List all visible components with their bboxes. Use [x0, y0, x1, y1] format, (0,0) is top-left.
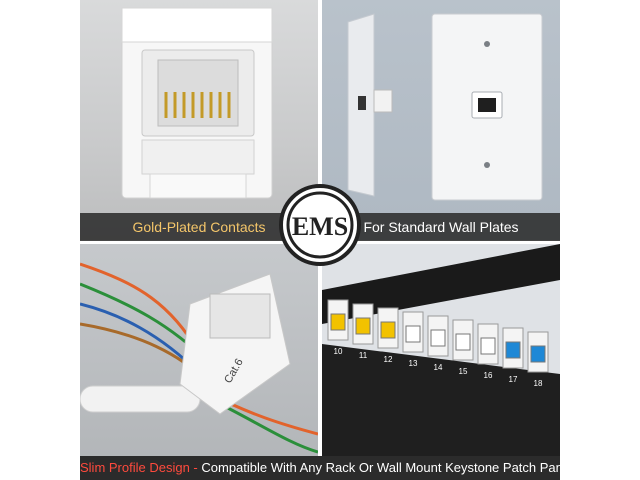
bottom-banner: Slim Profile Design - Compatible With An… — [80, 456, 573, 480]
banner-highlight: Slim Profile Design - — [80, 460, 198, 475]
wall-plate-illustration — [347, 13, 543, 201]
caption-gold-plated-contacts: Gold-Plated Contacts — [80, 213, 318, 241]
banner-text: Compatible With Any Rack Or Wall Mount K… — [197, 460, 574, 475]
keystone-jack-18 — [530, 345, 546, 363]
photo-gold-contacts — [80, 0, 318, 240]
keystone-jack-12 — [380, 321, 396, 339]
keystone-jack-10 — [330, 313, 346, 331]
photo-patch-panel: 10 11 12 13 14 15 16 17 18 — [322, 244, 560, 456]
keystone-jack-13 — [405, 325, 421, 343]
port-number-15: 15 — [459, 367, 468, 376]
keystone-jack-17 — [505, 341, 521, 359]
photo-wall-plates — [322, 0, 560, 240]
port-number-17: 17 — [509, 375, 518, 384]
port-number-12: 12 — [384, 355, 393, 364]
ems-logo: EMS — [279, 184, 361, 266]
ems-logo-text: EMS — [292, 212, 348, 241]
keystone-jack-15 — [455, 333, 471, 351]
port-number-14: 14 — [434, 363, 443, 372]
keystone-jack-11 — [355, 317, 371, 335]
port-number-11: 11 — [359, 351, 368, 360]
patch-panel-illustration: 10 11 12 13 14 15 16 17 18 — [322, 244, 560, 456]
port-number-18: 18 — [534, 379, 543, 388]
caption-standard-wall-plates: For Standard Wall Plates — [322, 213, 560, 241]
port-number-10: 10 — [334, 347, 343, 356]
port-number-16: 16 — [484, 371, 493, 380]
keystone-jack-16 — [480, 337, 496, 355]
ems-logo-mark: EMS — [286, 191, 354, 259]
photo-keystone-wiring: Cat.6 — [80, 244, 318, 456]
keystone-jack-illustration — [121, 7, 273, 199]
keystone-jack-14 — [430, 329, 446, 347]
keystone-wiring-illustration: Cat.6 — [80, 262, 318, 454]
port-number-13: 13 — [409, 359, 418, 368]
